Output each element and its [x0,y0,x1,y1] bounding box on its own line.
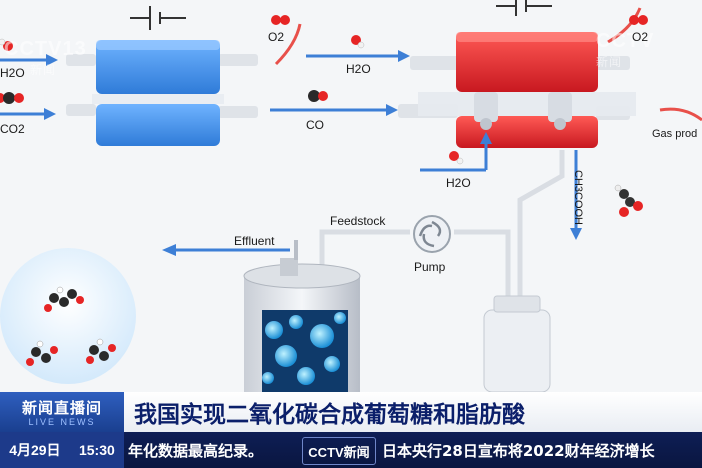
bioreactor-tank [243,240,361,392]
program-title: 新闻直播间 [21,399,102,417]
flow-arrows [0,50,582,256]
ticker-text-right: 日本央行28日宣布将2022财年经济增长 [382,442,655,460]
label-effluent: Effluent [234,234,275,248]
cctv-news-watermark: CCTV 新闻 [596,30,655,69]
co-molecule [308,90,328,102]
h2o-molecule-left [0,38,13,51]
left-battery-symbol [130,6,186,30]
time: 15:30 [78,442,115,458]
program-subtitle: LIVE NEWS [28,417,96,427]
right-battery-symbol [496,0,552,16]
left-electrolyzer [66,40,258,146]
acetic-acid-molecule [614,184,643,217]
glucose-molecule-2 [26,340,58,366]
label-h2o-bottom: H2O [446,176,471,190]
product-molecules-inset [0,248,136,384]
label-h2o-mid: H2O [346,62,371,76]
program-badge: 新闻直播间 LIVE NEWS [0,392,124,432]
date: 4月29日 [9,442,61,458]
label-co: CO [306,118,324,132]
h2o-molecule-bottom [449,151,464,165]
date-time-box: 4月29日 15:30 [0,432,124,468]
label-feedstock: Feedstock [330,214,386,228]
curved-product-arrows [274,7,702,122]
label-co2-left: CO2 [0,122,25,136]
h2o-molecule-mid [351,35,365,49]
cctv-news-ticker-logo: CCTV新闻 [302,437,376,465]
co2-conversion-diagram [0,0,702,392]
label-acetic-acid: CH3COOH [572,170,584,226]
label-o2-left: O2 [268,30,285,44]
glucose-molecule-1 [44,286,84,312]
label-pump: Pump [414,260,446,274]
glucose-molecule-3 [86,338,116,364]
collection-bottle [483,295,551,392]
label-h2o-left: H2O [0,66,25,80]
news-headline: 我国实现二氧化碳合成葡萄糖和脂肪酸 [134,402,525,428]
o2-molecule-right [629,15,648,25]
co2-molecule-left [0,92,24,104]
label-o2-right: O2 [632,30,649,44]
o2-molecule-left [271,15,290,25]
right-electrolyzer [398,32,636,148]
label-gas-products: Gas prod [652,128,698,140]
ticker-text-left: 年化数据最高纪录。 [128,442,264,460]
pump-icon [413,215,451,253]
cctv13-watermark: CCTV13 新闻 [4,38,87,77]
